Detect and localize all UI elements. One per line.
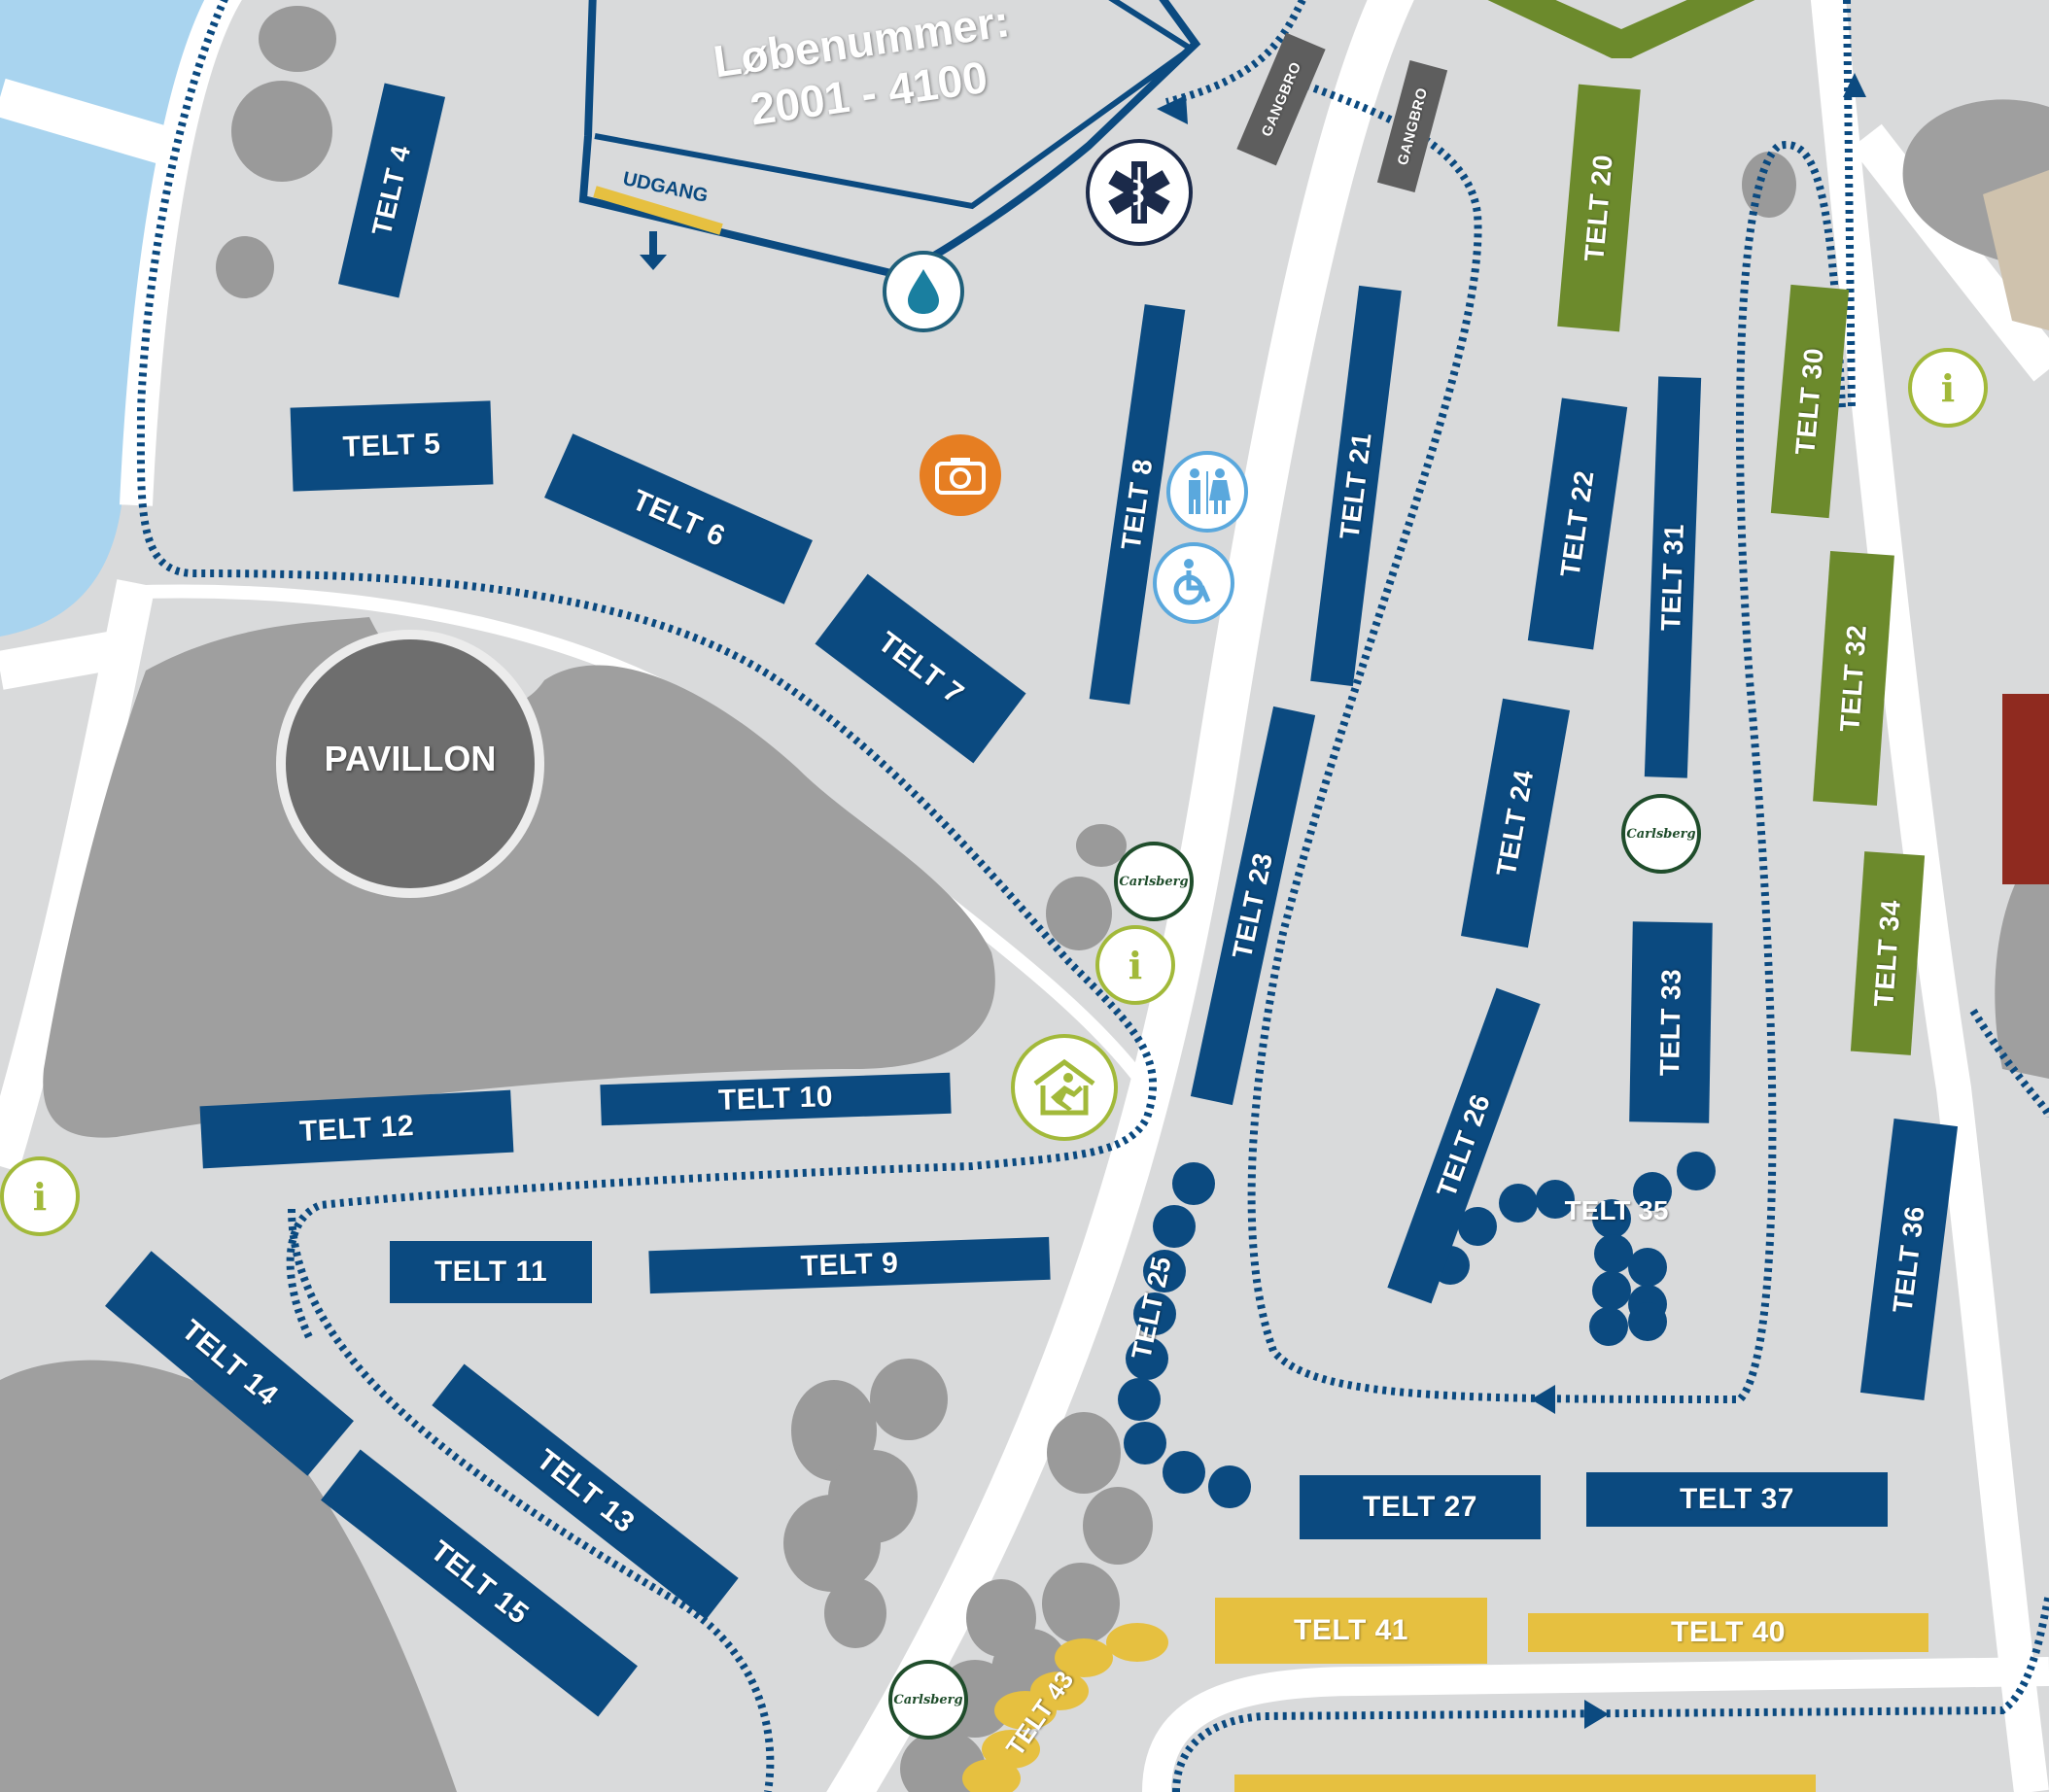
- park-area-south: [0, 1360, 457, 1792]
- tent-11[interactable]: TELT 11: [390, 1241, 592, 1303]
- building-east-lower: [1995, 836, 2049, 1079]
- toilet-icon[interactable]: [1166, 451, 1248, 533]
- dotted-routes: [136, 0, 2049, 1792]
- tent-25-pods: [1118, 1162, 1251, 1508]
- carlsberg-icon[interactable]: Carlsberg: [888, 1660, 968, 1740]
- pavilion-building: [286, 639, 535, 888]
- wheelchair-icon[interactable]: [1153, 542, 1234, 624]
- rocks: [216, 6, 1796, 1792]
- road-north-west: [0, 78, 171, 165]
- road-south: [1142, 1657, 2049, 1792]
- carlsberg-icon[interactable]: Carlsberg: [1621, 794, 1701, 874]
- route-arrow-icon: [1843, 73, 1866, 97]
- tent-partial-east[interactable]: [2002, 694, 2049, 884]
- tent-37[interactable]: TELT 37: [1586, 1472, 1888, 1527]
- enclosure-inner: [594, 0, 1197, 210]
- tent-27[interactable]: TELT 27: [1300, 1475, 1541, 1539]
- medical-star-of-life-icon[interactable]: [1086, 139, 1193, 246]
- tent-41[interactable]: TELT 41: [1215, 1598, 1487, 1664]
- tent-33[interactable]: TELT 33: [1629, 921, 1713, 1123]
- tent-35-pods: [1431, 1152, 1716, 1346]
- entry-arrow-icon: [1157, 95, 1188, 124]
- carlsberg-icon[interactable]: Carlsberg: [1114, 842, 1194, 921]
- route-arrow-icon: [1584, 1700, 1609, 1729]
- tent-43-pods: [962, 1623, 1168, 1792]
- exit-arrow-icon: [640, 231, 667, 270]
- tent-20-fork: [1446, 0, 1796, 58]
- info-icon[interactable]: i: [0, 1156, 80, 1236]
- water-drop-icon[interactable]: [883, 251, 964, 332]
- road-east: [1810, 0, 2049, 1792]
- route-arrow-icon: [1531, 1385, 1555, 1414]
- exit-marker: [593, 186, 723, 235]
- carlsberg-logo-text: Carlsberg: [1119, 874, 1189, 889]
- tent-bottom-strip: [1234, 1775, 1816, 1792]
- tent-40[interactable]: TELT 40: [1528, 1613, 1928, 1652]
- road-west-lower: [0, 579, 156, 1172]
- pavilion-label: PAVILLON: [324, 739, 497, 778]
- building-east-tan: [1983, 170, 2049, 330]
- carlsberg-logo-text: Carlsberg: [1626, 826, 1696, 842]
- carlsberg-logo-text: Carlsberg: [893, 1692, 963, 1707]
- info-icon[interactable]: i: [1908, 348, 1988, 428]
- tent-35-label[interactable]: TELT 35: [1564, 1195, 1669, 1225]
- camera-icon[interactable]: [920, 434, 1001, 516]
- road-main: [826, 0, 1414, 1792]
- running-house-icon[interactable]: [1011, 1034, 1118, 1141]
- info-icon[interactable]: i: [1095, 925, 1175, 1005]
- tent-5[interactable]: TELT 5: [290, 400, 494, 492]
- road-east-branch: [1851, 123, 2049, 382]
